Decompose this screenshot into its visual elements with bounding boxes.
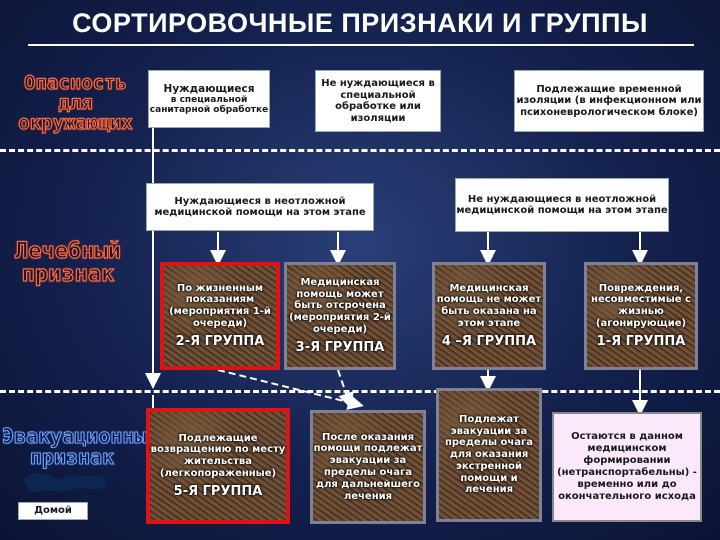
danger-label-line1: Опасность для	[23, 72, 127, 114]
arrow-t1-to-after	[217, 369, 364, 410]
separator-2	[0, 390, 720, 393]
treatment-label-line2: признак	[21, 262, 115, 288]
box-sanitary: Нуждающиеся в специальной санитарной обр…	[148, 70, 270, 128]
box-group-3: Медицинская помощь может быть отсрочена …	[284, 262, 396, 370]
box-no-special: Не нуждающиеся в специальной обработке и…	[315, 70, 441, 132]
box-group-4-label: 4 –Я ГРУППА	[441, 333, 537, 349]
box-group-1-label: 1-Я ГРУППА	[596, 333, 686, 349]
box-group-1: Повреждения, несовместимые с жизнью (аго…	[584, 262, 698, 370]
box-home-label: Домой	[34, 505, 72, 517]
slide-title: СОРТИРОВОЧНЫЕ ПРИЗНАКИ И ГРУППЫ	[72, 8, 648, 38]
box-no-urgent-text: Не нуждающиеся в неотложной медицинской …	[456, 193, 668, 217]
box-group-2: По жизненным показаниям (мероприятия 1-й…	[160, 262, 280, 370]
title-underline	[28, 44, 694, 46]
treatment-label: Лечебный признак	[4, 239, 132, 288]
treatment-label-line1: Лечебный	[14, 239, 121, 264]
box-group-2-label: 2-Я ГРУППА	[175, 333, 265, 349]
box-group-4-text: Медицинская помощь не может быть оказана…	[436, 282, 542, 329]
box-sanitary-title: Нуждающиеся	[163, 82, 255, 95]
box-no-special-text: Не нуждающиеся в специальной обработке и…	[321, 78, 435, 124]
box-after-help-text: После оказания помощи подлежат эвакуации…	[313, 431, 423, 502]
box-sanitary-text: в специальной санитарной обработке	[149, 94, 269, 116]
evacuation-label-line1: Эвакуационный	[1, 424, 159, 448]
box-group-5-label: 5-Я ГРУППА	[173, 483, 263, 499]
box-group-1-text: Повреждения, несовместимые с жизнью (аго…	[591, 282, 691, 329]
box-subject-evac-text: Подлежат эвакуации за пределы очага для …	[444, 413, 533, 496]
box-home: Домой	[18, 502, 88, 520]
box-group-5: Подлежащие возвращению по месту жительст…	[146, 408, 290, 524]
danger-label-line2: окружающих	[18, 111, 134, 134]
box-isolation: Подлежащие временной изоляции (в инфекци…	[514, 70, 704, 132]
box-group-4: Медицинская помощь не может быть оказана…	[432, 262, 546, 370]
box-need-urgent: Нуждающиеся в неотложной медицинской пом…	[146, 183, 374, 231]
danger-label: Опасность для окружающих	[8, 72, 143, 134]
box-after-help: После оказания помощи подлежат эвакуации…	[310, 410, 426, 524]
box-group-2-text: По жизненным показаниям (мероприятия 1-й…	[169, 282, 271, 329]
box-subject-evac: Подлежат эвакуации за пределы очага для …	[436, 388, 542, 522]
arrow-t2-to-after	[337, 369, 354, 409]
evacuation-label: Эвакуационный признак	[1, 424, 159, 469]
box-remain-text: Остаются в данном медицинском формирован…	[557, 431, 697, 502]
box-group-5-text: Подлежащие возвращению по месту жительст…	[150, 432, 286, 479]
box-group-3-text: Медицинская помощь может быть отсрочена …	[289, 276, 391, 335]
box-isolation-text: Подлежащие временной изоляции (в инфекци…	[516, 83, 702, 118]
box-remain: Остаются в данном медицинском формирован…	[552, 412, 702, 522]
world-map-icon	[24, 473, 106, 493]
box-group-3-label: 3-Я ГРУППА	[295, 339, 385, 355]
box-need-urgent-text: Нуждающиеся в неотложной медицинской пом…	[154, 195, 366, 219]
box-no-urgent: Не нуждающиеся в неотложной медицинской …	[455, 178, 669, 232]
separator-1	[0, 149, 720, 152]
evacuation-label-line2: признак	[29, 445, 115, 469]
